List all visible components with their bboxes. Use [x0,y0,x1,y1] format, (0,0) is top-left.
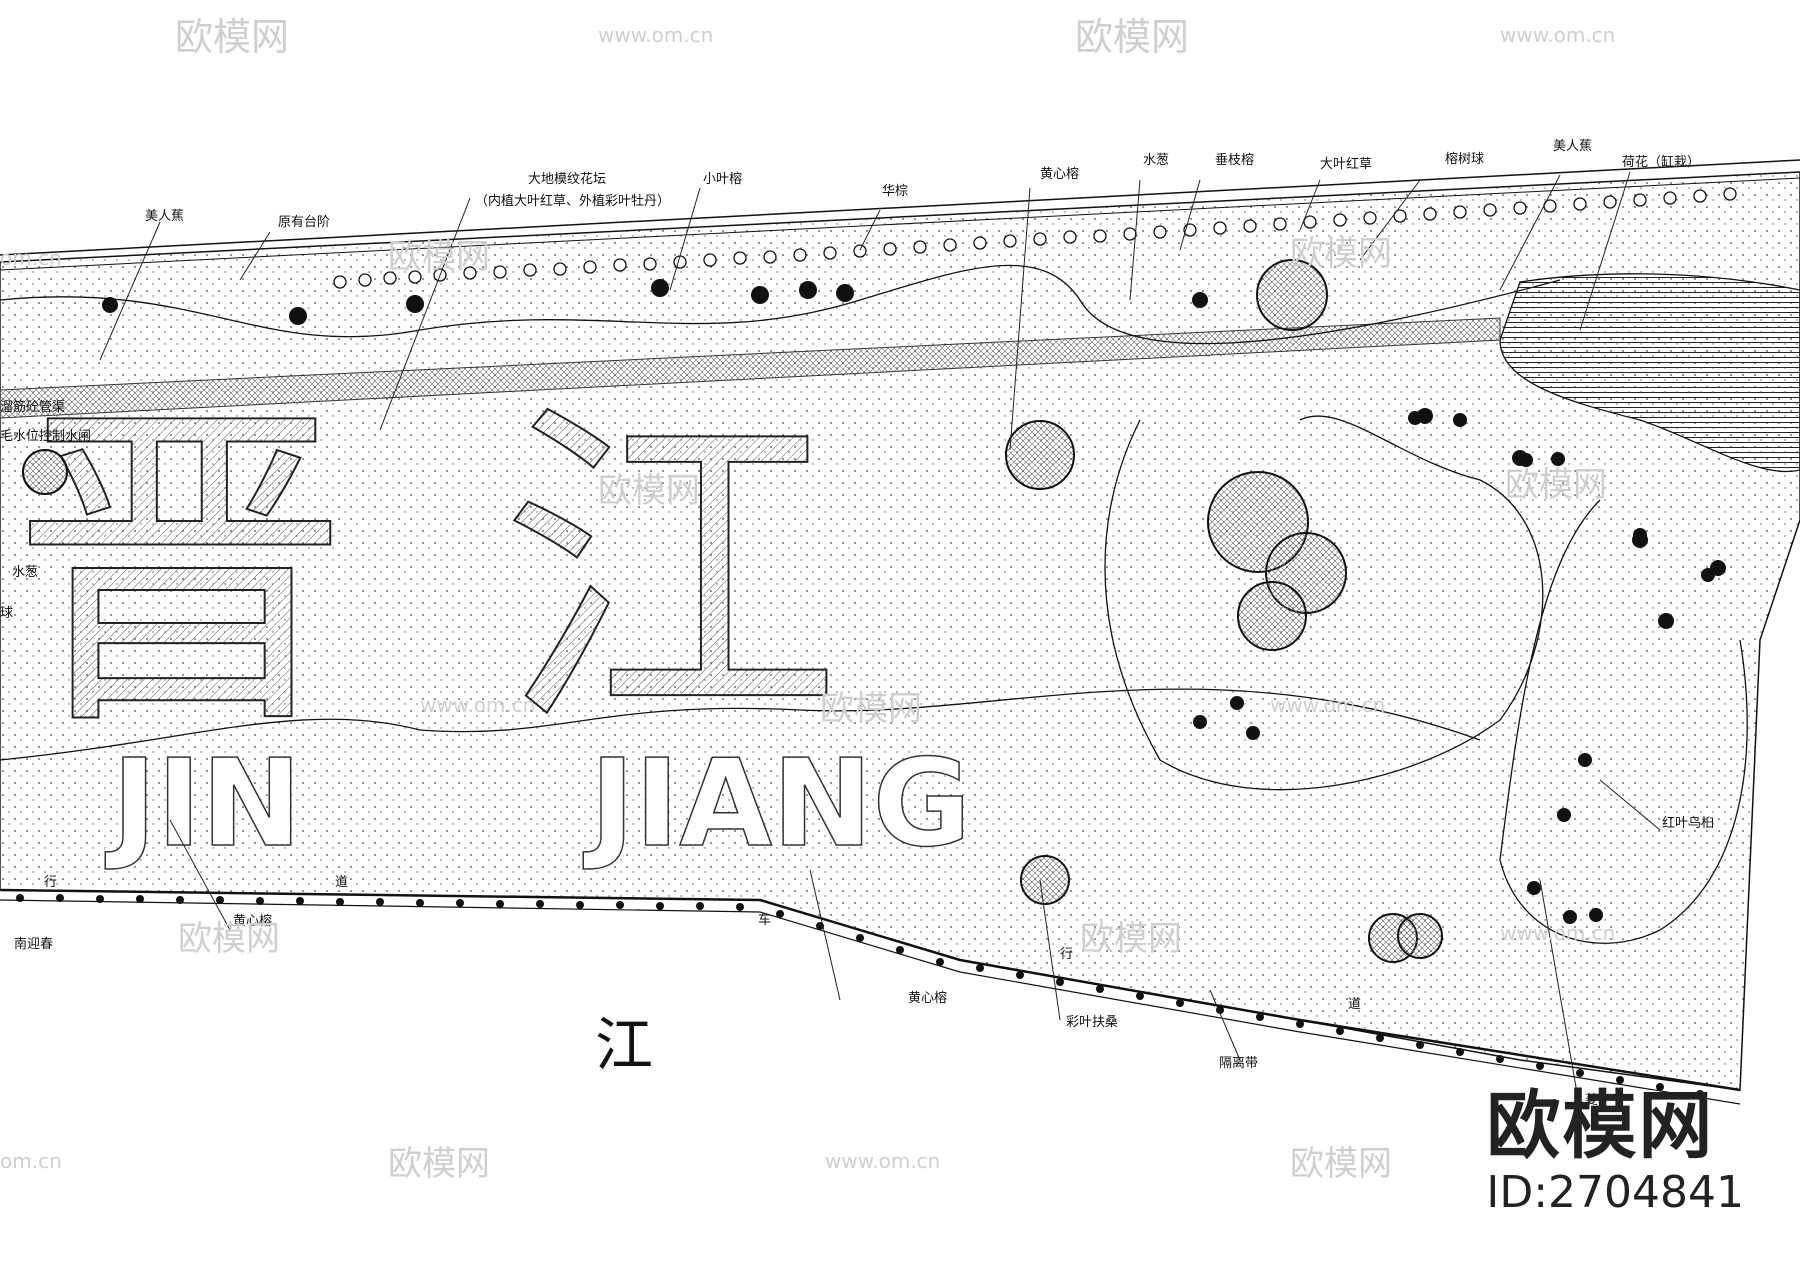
svg-text:欧模网: 欧模网 [178,919,280,959]
label-hehua: 荷花（缸栽） [1622,154,1700,170]
label-caiyefusang: 彩叶扶桑 [1066,1015,1118,1030]
road-char-2: 道 [335,875,348,890]
title-char-jiang: 江 [500,375,840,771]
footpath-loop [1104,415,1544,791]
svg-text:欧模网: 欧模网 [1505,465,1607,505]
label-xiaoyerong: 小叶榕 [703,172,742,187]
road-char-4: 行 [1060,947,1073,962]
label-huangxinrong-left: 黄心榕 [233,914,272,929]
svg-text:欧模网: 欧模网 [175,15,289,59]
svg-text:欧模网: 欧模网 [1290,1144,1392,1184]
svg-text:欧模网: 欧模网 [1075,15,1189,59]
specimen-trees [102,279,1726,924]
label-rongshuqiu: 榕树球 [1445,152,1484,167]
svg-text:欧模网: 欧模网 [388,237,490,277]
svg-text:om.cn: om.cn [0,1149,62,1173]
latin-word-jiang: JIANG [583,735,971,874]
bottom-road-edge [0,888,1741,1092]
label-shuicong: 水葱 [1143,153,1169,168]
tree-row-bottom [16,894,1704,1098]
label-chuizhirong: 垂枝榕 [1215,153,1254,168]
svg-text:欧模网: 欧模网 [1080,919,1182,959]
river-label: 江 [595,1011,653,1079]
brand-name: 欧模网 [1486,1083,1715,1169]
svg-text:www.om.cn: www.om.cn [1500,921,1615,945]
label-yuanyou-taijie: 原有台阶 [278,215,330,230]
top-road-edge [0,159,1800,256]
side-label-qiu: 球 [0,606,13,621]
road-char-3: 车 [758,912,771,928]
label-nanyingchun: 南迎春 [14,936,53,952]
label-dayehongcao: 大叶红草 [1320,156,1372,172]
side-label-canal: 溜筋砼管渠 [0,399,65,415]
label-dadi-huatan: 大地模纹花坛 [528,171,606,187]
label-meirenjiao-left: 美人蕉 [145,209,184,224]
svg-text:欧模网: 欧模网 [388,1144,490,1184]
watermarks: 欧模网 www.om.cn 欧模网 www.om.cn om.cn 欧模网 欧模… [0,15,1615,1184]
svg-text:www.om.cn: www.om.cn [598,23,713,47]
svg-text:欧模网: 欧模网 [598,471,700,511]
svg-text:欧模网: 欧模网 [1290,234,1392,274]
latin-word-jin: JIN [105,735,302,874]
svg-text:www.om.cn: www.om.cn [420,693,535,717]
circular-beds [22,259,1443,963]
bottom-road-edge-2 [0,899,1741,1105]
label-huazong: 华棕 [882,184,908,199]
tree-row-top [333,187,1737,289]
side-label-sluice: 毛水位控制水闸 [0,429,91,444]
svg-text:www.om.cn: www.om.cn [825,1149,940,1173]
brand-id: ID:2704841 [1486,1167,1744,1218]
leader-lines [99,171,1661,1111]
label-gelidai: 隔离带 [1219,1055,1258,1071]
label-huangxinrong-top: 黄心榕 [1040,167,1079,182]
svg-text:www.om.cn: www.om.cn [1500,23,1615,47]
svg-text:www.om.cn: www.om.cn [1270,693,1385,717]
svg-text:om.cn: om.cn [0,246,62,270]
label-bottom-right-cut: 菱 [1585,1093,1598,1108]
svg-text:欧模网: 欧模网 [820,689,922,729]
footpath-top [0,264,1561,345]
label-hongyewubai: 红叶乌桕 [1662,815,1714,831]
footpath-mid [0,688,1481,761]
road-char-1: 行 [44,875,57,890]
label-meirenjiao-right: 美人蕉 [1553,139,1592,154]
side-label-shuicong: 水葱 [12,565,38,580]
road-char-5: 道 [1348,997,1361,1012]
title-char-jin: 晋 [10,375,350,771]
label-huangxinrong-bottom: 黄心榕 [908,991,947,1006]
footpath-right-loop [1499,499,1748,944]
label-dadi-huatan-note: （内植大叶红草、外植彩叶牡丹） [475,193,670,209]
top-road-edge-2 [0,177,1800,271]
brand-block: 欧模网 ID:2704841 [1486,1086,1744,1220]
pond [1499,273,1800,473]
